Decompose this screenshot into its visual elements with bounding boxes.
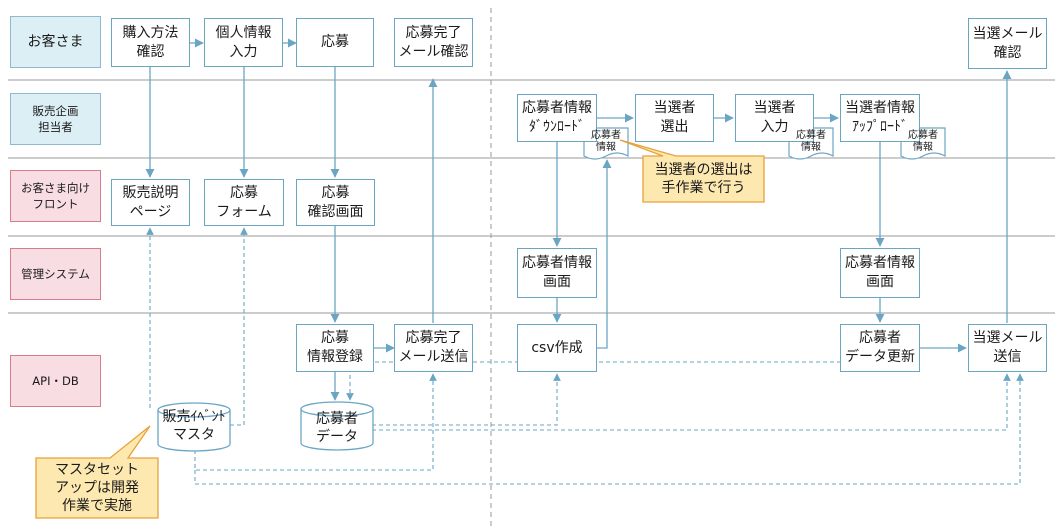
box-personal-info-input: 個人情報 入力 — [204, 18, 283, 67]
box-apply: 応募 — [296, 18, 374, 67]
box-purchase-method-confirm: 購入方法 確認 — [111, 18, 190, 67]
box-applicant-data-update: 応募者 データ更新 — [840, 324, 920, 372]
box-applicant-screen-1: 応募者情報 画面 — [517, 248, 597, 298]
box-csv-create: csv作成 — [517, 324, 597, 372]
solid-flows — [145, 38, 1012, 401]
box-applicant-download: 応募者情報 ﾀﾞｳﾝﾛｰﾄﾞ — [517, 94, 597, 142]
db-applicant-data: 応募者 データ — [316, 411, 358, 445]
box-apply-info-register: 応募 情報登録 — [296, 324, 374, 372]
box-applicant-screen-2: 応募者情報 画面 — [840, 248, 920, 298]
db-shapes — [157, 401, 374, 452]
doc-applicant-info-1: 応募者 情報 — [591, 130, 621, 153]
lane-sales-planner: 販売企画 担当者 — [10, 93, 101, 145]
doc-applicant-info-3: 応募者 情報 — [908, 130, 938, 153]
note-master-setup: マスタセット アップは開発 作業で実施 — [55, 462, 139, 514]
callout-shapes — [35, 139, 765, 519]
lane-customer: お客さま — [10, 16, 101, 68]
box-apply-mail-send: 応募完了 メール送信 — [394, 324, 473, 372]
dashed-flows — [146, 227, 1024, 485]
box-winner-input: 当選者 入力 — [735, 94, 814, 142]
box-winner-mail-confirm: 当選メール 確認 — [968, 18, 1047, 69]
box-apply-form: 応募 フォーム — [204, 179, 284, 226]
box-apply-mail-confirm: 応募完了 メール確認 — [394, 18, 473, 67]
box-apply-confirm-screen: 応募 確認画面 — [296, 179, 375, 226]
box-winner-mail-send: 当選メール 送信 — [968, 324, 1047, 372]
box-winner-select: 当選者 選出 — [635, 94, 714, 142]
db-event-master: 販売ｲﾍﾞﾝﾄ マスタ — [162, 409, 226, 443]
lane-management-system: 管理システム — [10, 248, 101, 300]
note-winner-manual: 当選者の選出は 手作業で行う — [654, 162, 753, 196]
lane-customer-front: お客さま向け フロント — [10, 170, 101, 222]
doc-applicant-info-2: 応募者 情報 — [796, 130, 826, 153]
box-winner-upload: 当選者情報 ｱｯﾌﾟﾛｰﾄﾞ — [840, 94, 920, 142]
lane-api-db: API・DB — [10, 355, 101, 407]
box-sales-page: 販売説明 ページ — [111, 179, 190, 226]
